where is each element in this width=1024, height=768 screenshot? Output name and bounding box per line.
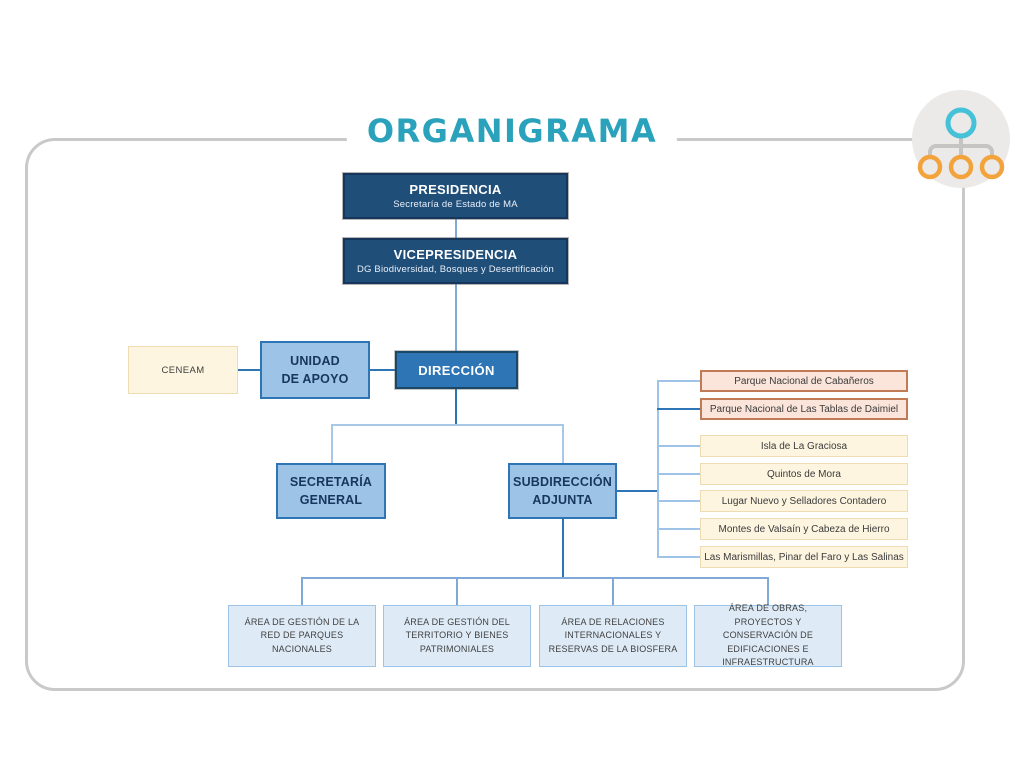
node-label: CENEAM [161,364,205,376]
node-subtitle: DG Biodiversidad, Bosques y Desertificac… [356,264,555,275]
connector [657,528,700,530]
node-label-line1: UNIDAD [290,353,340,368]
node-isla-graciosa: Isla de La Graciosa [700,435,908,457]
node-label: ÁREA DE RELACIONES INTERNACIONALES Y RES… [548,616,678,654]
node-area-obras: ÁREA DE OBRAS, PROYECTOS Y CONSERVACIÓN … [694,603,842,668]
node-las-marismillas: Las Marismillas, Pinar del Faro y Las Sa… [700,546,908,568]
connector [767,577,769,605]
node-label: Montes de Valsaín y Cabeza de Hierro [718,523,890,535]
node-label: Las Marismillas, Pinar del Faro y Las Sa… [704,551,904,563]
connector [301,577,303,605]
node-parque-cabaneros: Parque Nacional de Cabañeros [700,370,908,392]
node-label-line2: DE APOYO [281,372,349,386]
node-lugar-nuevo: Lugar Nuevo y Selladores Contadero [700,490,908,512]
connector [301,577,769,579]
connector [657,500,700,502]
connector [657,445,700,447]
node-ceneam: CENEAM [128,346,238,394]
node-label: ÁREA DE GESTIÓN DE LA RED DE PARQUES NAC… [244,616,360,654]
connector [455,219,457,238]
node-secretaria-general: SECRETARÍA GENERAL [276,463,386,519]
connector [331,424,333,463]
node-label: Lugar Nuevo y Selladores Contadero [721,495,887,507]
node-label: ÁREA DE GESTIÓN DEL TERRITORIO Y BIENES … [404,616,510,654]
node-presidencia: PRESIDENCIA Secretaría de Estado de MA [343,173,568,219]
node-subtitle: Secretaría de Estado de MA [393,199,518,210]
node-label: DIRECCIÓN [418,362,495,378]
org-chart-icon [912,90,1010,188]
connector [456,577,458,605]
node-label: Parque Nacional de Cabañeros [734,375,874,387]
node-label: Quintos de Mora [767,468,841,480]
node-montes-valsain: Montes de Valsaín y Cabeza de Hierro [700,518,908,540]
connector [657,408,700,410]
connector [657,380,700,382]
connector [370,369,395,371]
node-quintos-de-mora: Quintos de Mora [700,463,908,485]
connector [455,389,457,425]
connector [617,490,659,492]
node-label-line1: SUBDIRECCIÓN [513,474,612,489]
connector [562,519,564,579]
connector [612,577,614,605]
page-title: ORGANIGRAMA [346,112,678,150]
connector [562,424,564,463]
node-subdireccion-adjunta: SUBDIRECCIÓN ADJUNTA [508,463,617,519]
node-parque-tablas-daimiel: Parque Nacional de Las Tablas de Daimiel [700,398,908,420]
connector [331,424,564,426]
node-label: Isla de La Graciosa [760,440,848,452]
node-area-red-parques: ÁREA DE GESTIÓN DE LA RED DE PARQUES NAC… [228,605,376,667]
node-title: PRESIDENCIA [409,182,502,197]
node-label: Parque Nacional de Las Tablas de Daimiel [709,403,899,415]
node-label: ÁREA DE OBRAS, PROYECTOS Y CONSERVACIÓN … [722,603,814,668]
node-area-territorio: ÁREA DE GESTIÓN DEL TERRITORIO Y BIENES … [383,605,531,667]
node-label-line2: GENERAL [299,493,363,507]
node-unidad-de-apoyo: UNIDAD DE APOYO [260,341,370,399]
connector [657,556,700,558]
connector-spine [657,380,659,558]
connector [657,473,700,475]
connector [455,284,457,351]
node-title: VICEPRESIDENCIA [393,247,518,262]
org-chart-glyph [917,107,1005,180]
connector [238,369,260,371]
node-direccion: DIRECCIÓN [395,351,518,389]
node-label-line1: SECRETARÍA [289,474,373,489]
node-vicepresidencia: VICEPRESIDENCIA DG Biodiversidad, Bosque… [343,238,568,284]
node-area-relaciones: ÁREA DE RELACIONES INTERNACIONALES Y RES… [539,605,687,667]
node-label-line2: ADJUNTA [532,493,593,507]
